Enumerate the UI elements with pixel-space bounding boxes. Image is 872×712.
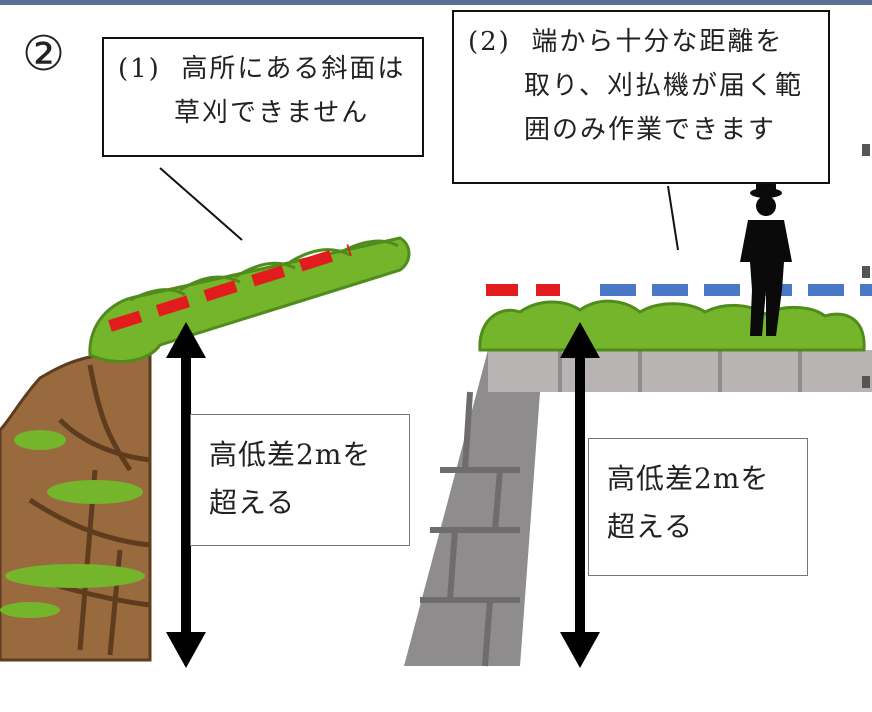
person-silhouette-icon [740, 182, 792, 336]
pointer-line-left [159, 167, 243, 241]
height-arrow-right [560, 322, 600, 668]
grass-slope-left [88, 236, 411, 363]
height-label-left: 高低差2mを 超える [190, 414, 410, 546]
red-dashed-line-left [108, 244, 352, 332]
step-number: ② [22, 26, 66, 82]
edge-marks [862, 144, 870, 388]
callout-left: (1) 高所にある斜面は 草刈できません [102, 37, 424, 157]
top-border [0, 0, 872, 5]
height-arrow-left [166, 322, 206, 668]
grass-top-right [478, 299, 866, 352]
pointer-line-right [667, 185, 679, 251]
cliff-slope [0, 350, 152, 662]
height-label-right: 高低差2mを 超える [588, 438, 808, 576]
callout-right: (2) 端から十分な距離を 取り、刈払機が届く範 囲のみ作業できます [452, 10, 830, 184]
